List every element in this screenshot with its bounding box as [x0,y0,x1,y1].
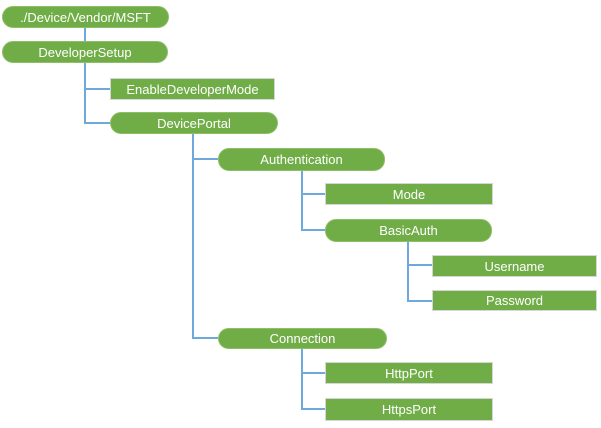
node-http-port: HttpPort [325,362,493,384]
connector-branch-mode [301,193,325,195]
connector-root-to-developersetup [84,28,86,41]
node-mode: Mode [325,183,493,205]
node-basic-auth: BasicAuth [325,219,492,242]
connector-branch-httpsport [301,408,325,410]
connector-basicauth-trunk [407,242,409,302]
connector-branch-password [407,300,432,302]
node-username: Username [432,255,597,277]
node-password: Password [432,290,597,311]
connector-branch-httpport [301,372,325,374]
node-developer-setup: DeveloperSetup [2,41,168,63]
connector-deviceportal-trunk [192,134,194,339]
connector-authentication-trunk [301,171,303,231]
connector-connection-trunk [301,349,303,410]
node-device-portal: DevicePortal [110,112,278,134]
node-authentication: Authentication [218,148,385,171]
node-enable-developer-mode: EnableDeveloperMode [110,78,275,100]
connector-branch-basicauth [301,229,325,231]
node-root: ./Device/Vendor/MSFT [2,6,169,28]
connector-developersetup-trunk [84,63,86,124]
connector-branch-connection [192,337,218,339]
node-connection: Connection [218,328,387,349]
connector-branch-deviceportal [84,122,110,124]
connector-branch-enabledevelopermode [84,88,110,90]
node-https-port: HttpsPort [325,398,493,421]
connector-branch-authentication [192,158,218,160]
connector-branch-username [407,264,432,266]
